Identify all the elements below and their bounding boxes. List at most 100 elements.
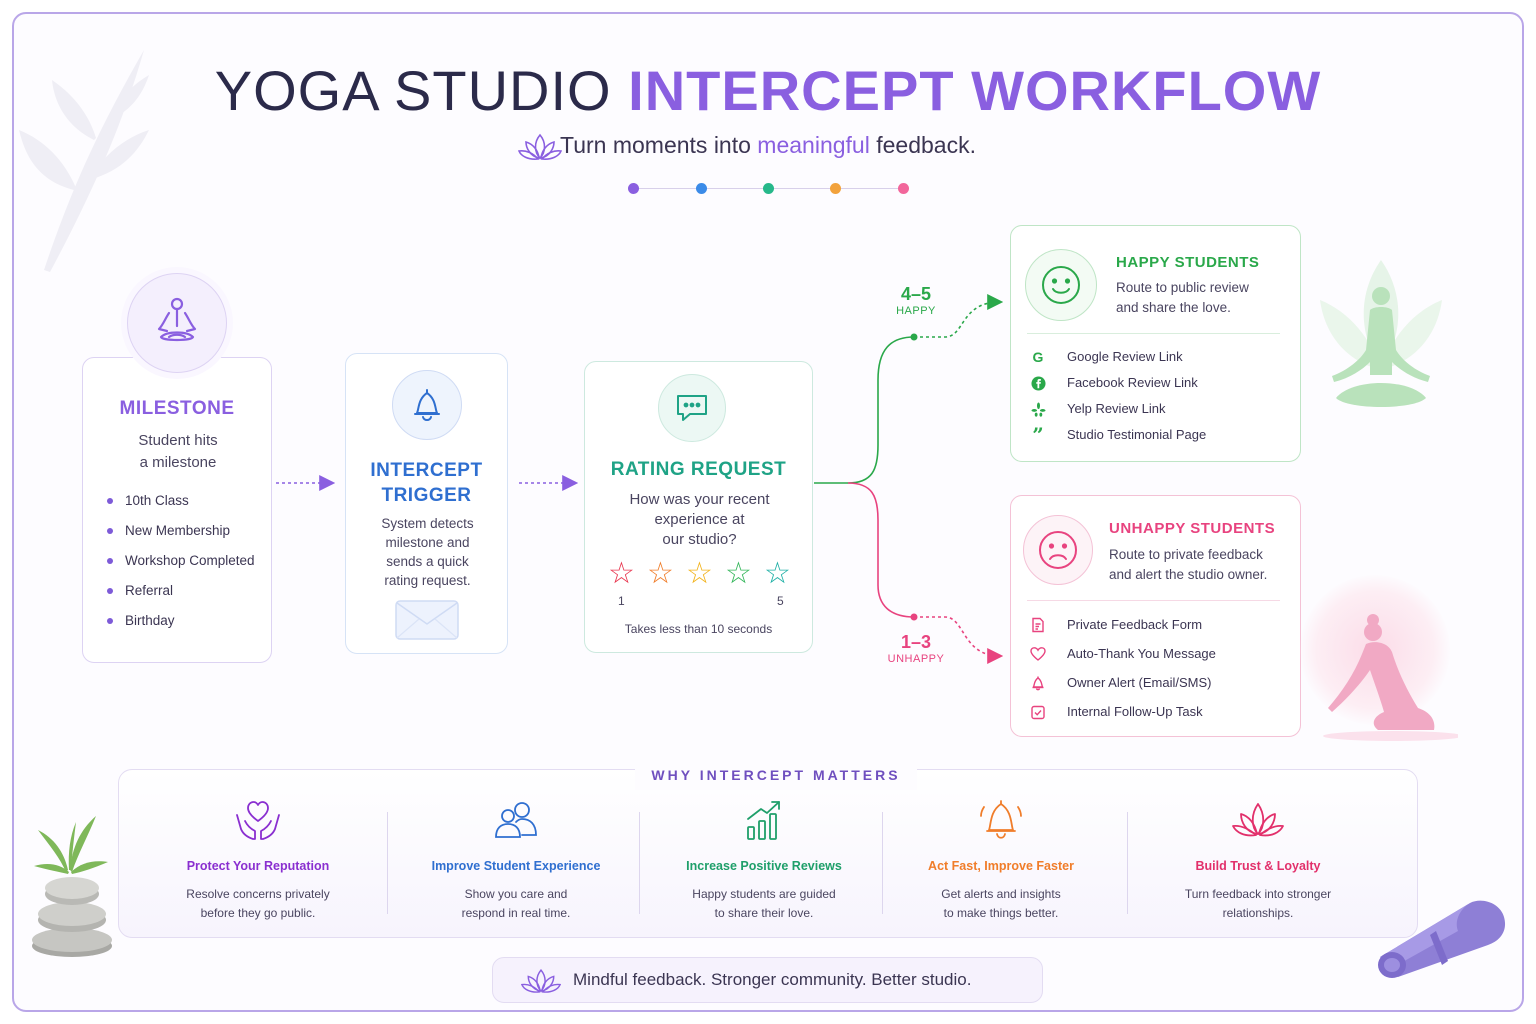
unhappy-students-card: UNHAPPY STUDENTS Route to private feedba… xyxy=(1010,495,1301,737)
action-label: Internal Follow-Up Task xyxy=(1067,704,1203,719)
sad-face-icon xyxy=(1023,515,1093,585)
trigger-desc-line-1: System detects xyxy=(381,516,474,531)
unhappy-label: UNHAPPY xyxy=(887,653,945,665)
trigger-title-line-2: TRIGGER xyxy=(381,485,472,506)
star-4-icon[interactable]: ☆ xyxy=(725,557,752,590)
rating-title: RATING REQUEST xyxy=(610,459,787,480)
benefit-desc: Happy students are guided to share their… xyxy=(639,885,889,923)
star-5-icon[interactable]: ☆ xyxy=(764,557,791,590)
rating-question: How was your recent experience at our st… xyxy=(607,490,792,550)
yelp-review-link[interactable]: Yelp Review Link xyxy=(1029,399,1206,425)
dot-4 xyxy=(830,183,841,194)
milestone-item: New Membership xyxy=(107,520,255,550)
unhappy-branch-arrow xyxy=(914,616,1004,664)
trigger-desc-line-3: sends a quick xyxy=(386,554,469,569)
milestone-item: Workshop Completed xyxy=(107,550,255,580)
heart-icon xyxy=(1029,645,1047,663)
studio-testimonial-link[interactable]: ” Studio Testimonial Page xyxy=(1029,425,1206,451)
checkbox-task-icon xyxy=(1029,703,1047,721)
star-3-icon[interactable]: ☆ xyxy=(686,557,713,590)
milestone-desc-line-2: a milestone xyxy=(139,454,217,471)
benefit-desc-line-1: Happy students are guided xyxy=(692,887,836,901)
footer-banner: Mindful feedback. Stronger community. Be… xyxy=(492,957,1043,1003)
chat-bubble-icon xyxy=(658,374,726,442)
star-rating[interactable]: ☆ ☆ ☆ ☆ ☆ xyxy=(605,557,795,590)
trigger-desc: System detects milestone and sends a qui… xyxy=(362,514,493,590)
divider xyxy=(387,812,388,914)
link-label: Studio Testimonial Page xyxy=(1067,427,1207,442)
form-document-icon xyxy=(1029,616,1047,634)
yoga-mat-illustration xyxy=(1378,900,1506,978)
alarm-bell-icon xyxy=(980,800,1022,839)
auto-thank-you-item[interactable]: Auto-Thank You Message xyxy=(1029,644,1216,673)
divider xyxy=(1127,812,1128,914)
subtitle-part-1: Turn moments into xyxy=(560,132,758,158)
dot-1 xyxy=(628,183,639,194)
owner-alert-item[interactable]: Owner Alert (Email/SMS) xyxy=(1029,673,1216,702)
milestone-title: MILESTONE xyxy=(119,398,235,419)
benefit-title: Improve Student Experience xyxy=(431,859,601,873)
scale-max-label: 5 xyxy=(777,594,784,608)
benefit-desc: Turn feedback into stronger relationship… xyxy=(1133,885,1383,923)
benefit-student-experience: Improve Student Experience Show you care… xyxy=(391,795,641,923)
happy-branch-node xyxy=(910,333,918,341)
why-intercept-panel xyxy=(118,769,1418,938)
benefit-title: Increase Positive Reviews xyxy=(686,859,842,873)
benefit-protect-reputation: Protect Your Reputation Resolve concerns… xyxy=(133,795,383,923)
unhappy-desc-line-2: and alert the studio owner. xyxy=(1109,567,1268,582)
link-label: Facebook Review Link xyxy=(1067,375,1198,390)
unhappy-desc: Route to private feedback and alert the … xyxy=(1109,545,1299,585)
private-feedback-form-item[interactable]: Private Feedback Form xyxy=(1029,615,1216,644)
bell-icon xyxy=(392,370,462,440)
benefit-trust-loyalty: Build Trust & Loyalty Turn feedback into… xyxy=(1133,795,1383,923)
milestone-list: 10th Class New Membership Workshop Compl… xyxy=(107,490,255,640)
milestone-item: Referral xyxy=(107,580,255,610)
happy-label: HAPPY xyxy=(896,305,936,317)
lotus-icon xyxy=(518,133,562,160)
action-label: Owner Alert (Email/SMS) xyxy=(1067,675,1212,690)
happy-yoga-figure-illustration xyxy=(1320,260,1442,407)
benefit-desc-line-2: before they go public. xyxy=(200,906,316,920)
benefit-desc: Resolve concerns privately before they g… xyxy=(133,885,383,923)
happy-desc-line-2: and share the love. xyxy=(1116,300,1231,315)
divider xyxy=(882,812,883,914)
unhappy-branch-line xyxy=(847,482,915,618)
benefit-desc: Get alerts and insights to make things b… xyxy=(876,885,1126,923)
happy-desc-line-1: Route to public review xyxy=(1116,280,1249,295)
leaf-decoration-icon xyxy=(19,50,149,272)
benefit-act-fast: Act Fast, Improve Faster Get alerts and … xyxy=(876,795,1126,923)
action-label: Auto-Thank You Message xyxy=(1067,646,1216,661)
quote-icon: ” xyxy=(1032,423,1044,447)
rating-question-line-1: How was your recent xyxy=(629,491,770,508)
trigger-desc-line-4: rating request. xyxy=(384,573,471,588)
internal-follow-up-item[interactable]: Internal Follow-Up Task xyxy=(1029,702,1216,731)
subtitle-part-2: feedback. xyxy=(869,132,976,158)
facebook-review-link[interactable]: Facebook Review Link xyxy=(1029,373,1206,399)
divider xyxy=(1027,600,1280,601)
unhappy-branch-label: 1–3 UNHAPPY xyxy=(886,632,946,665)
star-2-icon[interactable]: ☆ xyxy=(647,557,674,590)
benefit-title: Protect Your Reputation xyxy=(186,859,330,873)
unhappy-yoga-figure-illustration xyxy=(1323,614,1458,741)
private-actions-list: Private Feedback Form Auto-Thank You Mes… xyxy=(1029,615,1216,731)
page-title: YOGA STUDIO INTERCEPT WORKFLOW xyxy=(0,58,1536,123)
title-part-1: YOGA STUDIO xyxy=(214,59,629,122)
benefit-title: Build Trust & Loyalty xyxy=(1195,859,1321,873)
benefit-desc-line-1: Turn feedback into stronger xyxy=(1184,887,1332,901)
unhappy-range: 1–3 xyxy=(900,632,932,652)
facebook-icon xyxy=(1029,374,1047,392)
benefit-desc-line-1: Show you care and xyxy=(464,887,568,901)
subtitle-accent: meaningful xyxy=(757,132,870,158)
scale-min-label: 1 xyxy=(618,594,625,608)
star-1-icon[interactable]: ☆ xyxy=(608,557,635,590)
alert-bell-icon xyxy=(1029,674,1047,692)
people-icon xyxy=(495,802,537,838)
lotus-icon xyxy=(521,968,561,993)
milestone-item: 10th Class xyxy=(107,490,255,520)
unhappy-title: UNHAPPY STUDENTS xyxy=(1109,520,1276,537)
benefit-positive-reviews: Increase Positive Reviews Happy students… xyxy=(639,795,889,923)
milestone-desc: Student hits a milestone xyxy=(113,430,243,474)
growth-chart-icon xyxy=(747,801,780,840)
